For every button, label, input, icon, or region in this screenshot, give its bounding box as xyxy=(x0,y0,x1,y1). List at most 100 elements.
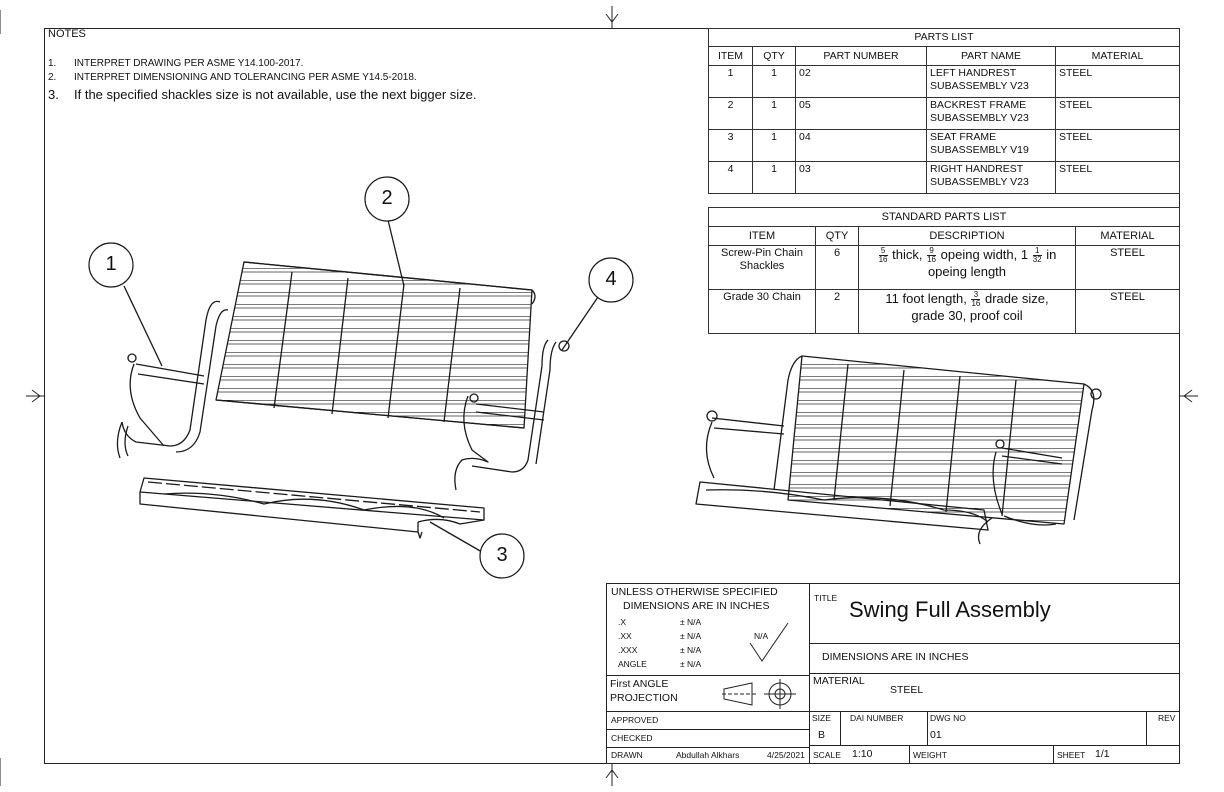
drawn-label: DRAWN xyxy=(611,750,643,760)
name-line: SUBASSEMBLY V23 xyxy=(930,112,1029,124)
note-2: 2.INTERPRET DIMENSIONING AND TOLERANCING… xyxy=(48,72,417,83)
cell-item: 3 xyxy=(708,129,753,162)
title-label: TITLE xyxy=(814,593,838,603)
right-handrest-exploded xyxy=(454,339,570,491)
item-line: Screw-Pin Chain xyxy=(721,247,803,259)
weight-label: WEIGHT xyxy=(913,750,947,760)
note-1: 1. INTERPRET DRAWING PER ASME Y14.100-201… xyxy=(48,58,303,69)
scale-label: SCALE xyxy=(813,750,841,760)
surface-finish-value: N/A xyxy=(754,631,769,641)
name-line: LEFT HANDREST xyxy=(930,67,1017,79)
note-number: 1. xyxy=(48,58,57,69)
left-center-marker xyxy=(26,389,44,403)
cell-material: STEEL xyxy=(1075,289,1180,334)
tol-label: .XXX xyxy=(618,645,638,655)
material-label: MATERIAL xyxy=(813,675,865,687)
note-number: 3. xyxy=(48,87,59,102)
dwg-value: 01 xyxy=(930,729,942,741)
header-material: MATERIAL xyxy=(1075,226,1180,246)
leader-1 xyxy=(123,285,163,367)
balloon-label-1: 1 xyxy=(105,253,117,275)
left-handrest-exploded xyxy=(116,300,229,459)
cell-material: STEEL xyxy=(1055,65,1180,98)
item-line: Shackles xyxy=(739,260,785,272)
cell-qty: 1 xyxy=(752,161,796,194)
cell-item: Grade 30 Chain xyxy=(708,289,816,334)
tol-label: .X xyxy=(618,617,627,627)
balloon-label-3: 3 xyxy=(496,544,508,566)
title-block: UNLESS OTHERWISE SPECIFIED DIMENSIONS AR… xyxy=(606,583,1180,764)
balloon-label-2: 2 xyxy=(381,187,393,209)
cell-part-number: 05 xyxy=(795,97,927,130)
standard-parts-table: STANDARD PARTS LIST ITEM QTY DESCRIPTION… xyxy=(708,207,1180,334)
name-line: SUBASSEMBLY V23 xyxy=(930,80,1029,92)
cell-material: STEEL xyxy=(1055,129,1180,162)
cell-qty: 6 xyxy=(815,245,859,290)
sheet-box xyxy=(1053,745,1180,764)
size-label: SIZE xyxy=(812,713,831,723)
header-material: MATERIAL xyxy=(1055,46,1180,66)
tol-value: ± N/A xyxy=(680,617,702,627)
projection-label: First ANGLE xyxy=(610,678,669,690)
first-angle-projection-icon xyxy=(722,679,796,709)
bottom-center-marker xyxy=(605,764,619,786)
header-description: DESCRIPTION xyxy=(858,226,1076,246)
unless-text: UNLESS OTHERWISE SPECIFIED xyxy=(611,586,778,598)
cell-item: 2 xyxy=(708,97,753,130)
cell-part-number: 03 xyxy=(795,161,927,194)
name-line: RIGHT HANDREST xyxy=(930,163,1024,175)
tol-value: ± N/A xyxy=(680,645,702,655)
parts-list-title: PARTS LIST xyxy=(708,28,1180,47)
note-text: INTERPRET DRAWING PER ASME Y14.100-2017. xyxy=(74,58,304,69)
dimensions-inches-text: DIMENSIONS ARE IN INCHES xyxy=(623,600,770,612)
sheet-value: 1/1 xyxy=(1095,748,1110,760)
seat-frame-exploded xyxy=(139,477,485,539)
note-text: If the specified shackles size is not av… xyxy=(74,87,477,102)
cell-qty: 2 xyxy=(815,289,859,334)
dai-label: DAI NUMBER xyxy=(850,713,904,723)
header-qty: QTY xyxy=(752,46,796,66)
rev-label: REV xyxy=(1158,713,1176,723)
leader-3 xyxy=(429,521,483,553)
leader-4 xyxy=(561,293,601,351)
surface-finish-icon xyxy=(749,622,789,662)
header-item: ITEM xyxy=(708,46,753,66)
balloon-label-4: 4 xyxy=(605,268,617,290)
backrest-frame-exploded xyxy=(215,261,536,429)
cell-material: STEEL xyxy=(1055,161,1180,194)
dwg-label: DWG NO xyxy=(930,713,966,723)
scale-value: 1:10 xyxy=(852,748,873,760)
cell-part-number: 04 xyxy=(795,129,927,162)
tol-value: ± N/A xyxy=(680,631,702,641)
checked-label: CHECKED xyxy=(611,733,653,743)
dimensions-note: DIMENSIONS ARE IN INCHES xyxy=(822,651,969,663)
drawn-date: 4/25/2021 xyxy=(767,750,805,760)
size-value: B xyxy=(818,729,826,741)
note-3: 3. If the specified shackles size is not … xyxy=(48,87,477,102)
name-line: SUBASSEMBLY V19 xyxy=(930,144,1029,156)
projection-label: PROJECTION xyxy=(610,692,678,704)
cell-part-number: 02 xyxy=(795,65,927,98)
drawn-by: Abdullah Alkhars xyxy=(676,750,740,760)
assembled-swing-view xyxy=(695,355,1102,545)
right-center-marker xyxy=(1180,389,1198,403)
cell-qty: 1 xyxy=(752,65,796,98)
cell-item: 4 xyxy=(708,161,753,194)
sheet-label: SHEET xyxy=(1057,750,1086,760)
leader-2 xyxy=(387,219,405,287)
assembly-drawing xyxy=(116,219,1102,553)
cell-qty: 1 xyxy=(752,129,796,162)
approved-label: APPROVED xyxy=(611,715,659,725)
